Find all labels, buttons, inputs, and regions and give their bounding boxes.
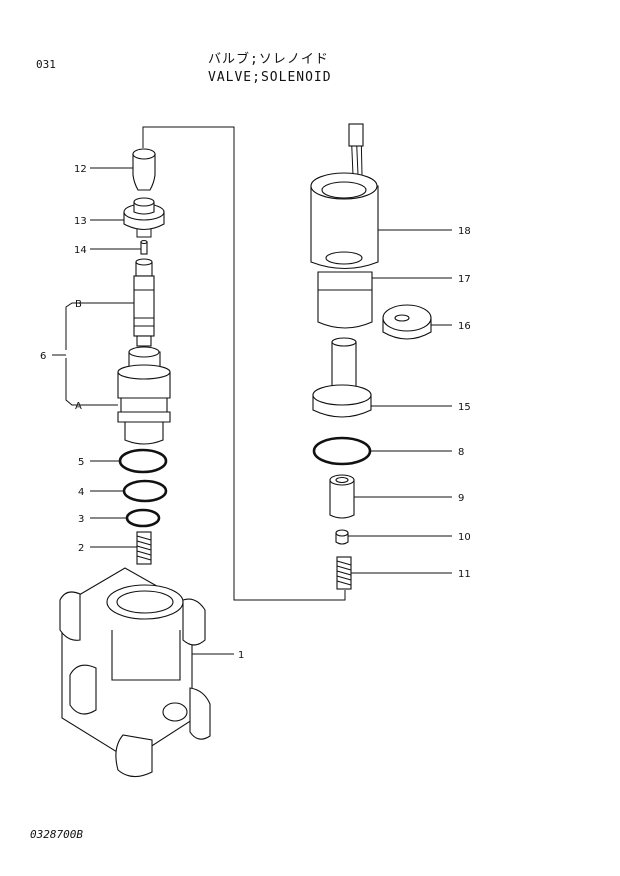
callout-11: 11 [458,569,471,580]
callout-1: 1 [238,650,244,661]
part-6b-spool [133,258,155,347]
part-4-o-ring [122,479,168,503]
callout-b: B [75,299,82,310]
part-15-plunger [312,337,372,418]
part-18-coil [310,123,379,269]
part-6a-valve-body [117,346,171,445]
part-9-tube [329,474,355,519]
part-10-small-cap [335,529,349,545]
callout-5: 5 [78,457,84,468]
drawing-number: 0328700B [30,828,83,841]
leader-lines [52,167,452,655]
part-16-disc [382,304,432,340]
callout-17: 17 [458,274,471,285]
title-english: VALVE;SOLENOID [208,70,332,85]
callout-3: 3 [78,514,84,525]
callout-a: A [75,401,82,412]
part-14-pin [140,239,148,255]
callout-4: 4 [78,487,84,498]
callout-10: 10 [458,532,471,543]
page-code: 031 [36,58,56,71]
callout-6: 6 [40,351,46,362]
callout-9: 9 [458,493,464,504]
part-5-o-ring [118,448,168,474]
part-11-spring [336,556,352,590]
assembly-connector-line [142,126,346,601]
part-2-spring [136,531,152,565]
title-japanese: バルブ;ソレノイド [208,52,329,67]
callout-8: 8 [458,447,464,458]
part-17-sleeve [317,271,373,329]
part-12-cap [132,148,156,191]
part-13-plate [123,197,165,238]
callout-18: 18 [458,226,471,237]
callout-14: 14 [74,245,87,256]
callout-15: 15 [458,402,471,413]
part-3-o-ring [125,508,161,528]
callout-12: 12 [74,164,87,175]
callout-13: 13 [74,216,87,227]
part-1-housing [59,567,211,778]
callout-2: 2 [78,543,84,554]
part-8-o-ring [312,436,372,466]
callout-16: 16 [458,321,471,332]
